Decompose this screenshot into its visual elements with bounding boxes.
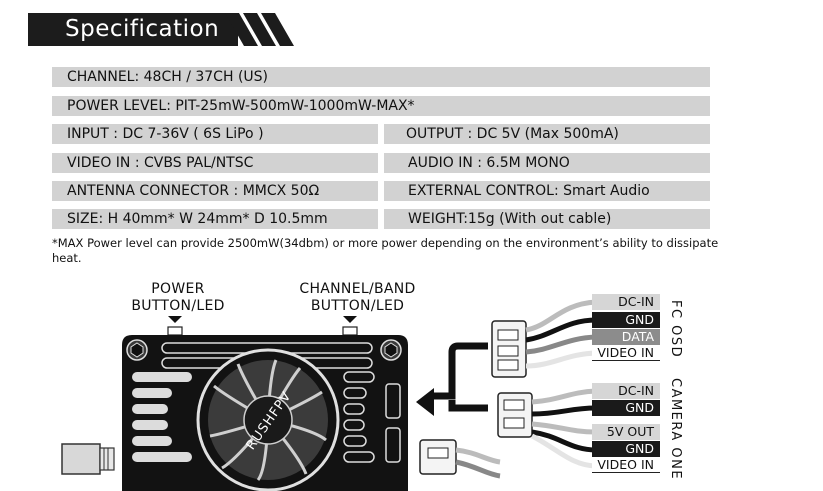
- fc-osd-pin-data: DATA: [592, 329, 660, 345]
- spec-weight: WEIGHT:15g (With out cable): [384, 209, 710, 229]
- power-button-arrow: [168, 316, 182, 323]
- channel-button-label: CHANNEL/BAND BUTTON/LED: [290, 281, 425, 315]
- channel-button-arrow: [343, 316, 357, 323]
- channel-button-label-line1: CHANNEL/BAND: [299, 281, 416, 297]
- mmcx-antenna-connector: [61, 443, 115, 475]
- power-button-label: POWER BUTTON/LED: [118, 281, 238, 315]
- camera-label: CAMERA ONE: [668, 378, 683, 481]
- power-footnote: *MAX Power level can provide 2500mW(34db…: [52, 236, 719, 265]
- camera-plug: [419, 439, 501, 479]
- spec-output: OUTPUT : DC 5V (Max 500mA): [384, 124, 710, 144]
- camera-pin-gnd-2: GND: [592, 441, 660, 457]
- spec-antenna: ANTENNA CONNECTOR : MMCX 50Ω: [52, 181, 378, 201]
- channel-button-label-line2: BUTTON/LED: [310, 298, 405, 314]
- camera-pin-5v-out: 5V OUT: [592, 424, 660, 440]
- cooling-fan: [196, 348, 340, 491]
- fc-osd-pin-gnd: GND: [592, 312, 660, 328]
- spec-channel: CHANNEL: 48CH / 37CH (US): [52, 67, 710, 87]
- page-title: Specification: [65, 16, 220, 42]
- spec-video-in: VIDEO IN : CVBS PAL/NTSC: [52, 153, 378, 173]
- power-button-label-line2: BUTTON/LED: [131, 298, 225, 314]
- spec-input: INPUT : DC 7-36V ( 6S LiPo ): [52, 124, 378, 144]
- camera-connector: [497, 388, 597, 469]
- header-bar: [28, 13, 238, 46]
- camera-pin-video-in: VIDEO IN: [592, 457, 660, 473]
- spec-external-control: EXTERNAL CONTROL: Smart Audio: [384, 181, 710, 201]
- fc-osd-connector: [491, 299, 597, 378]
- spec-size: SIZE: H 40mm* W 24mm* D 10.5mm: [52, 209, 378, 229]
- header-stripes-decoration: [225, 13, 294, 46]
- fc-osd-label: FC OSD: [668, 300, 683, 359]
- camera-pin-gnd: GND: [592, 400, 660, 416]
- fc-osd-pin-video-in: VIDEO IN: [592, 345, 660, 361]
- spec-audio-in: AUDIO IN : 6.5M MONO: [384, 153, 710, 173]
- camera-pin-dc-in: DC-IN: [592, 383, 660, 399]
- fc-osd-pin-dc-in: DC-IN: [592, 294, 660, 310]
- spec-power-level: POWER LEVEL: PIT-25mW-500mW-1000mW-MAX*: [52, 96, 710, 116]
- power-button-label-line1: POWER: [151, 281, 205, 297]
- connection-arrow: [416, 342, 488, 416]
